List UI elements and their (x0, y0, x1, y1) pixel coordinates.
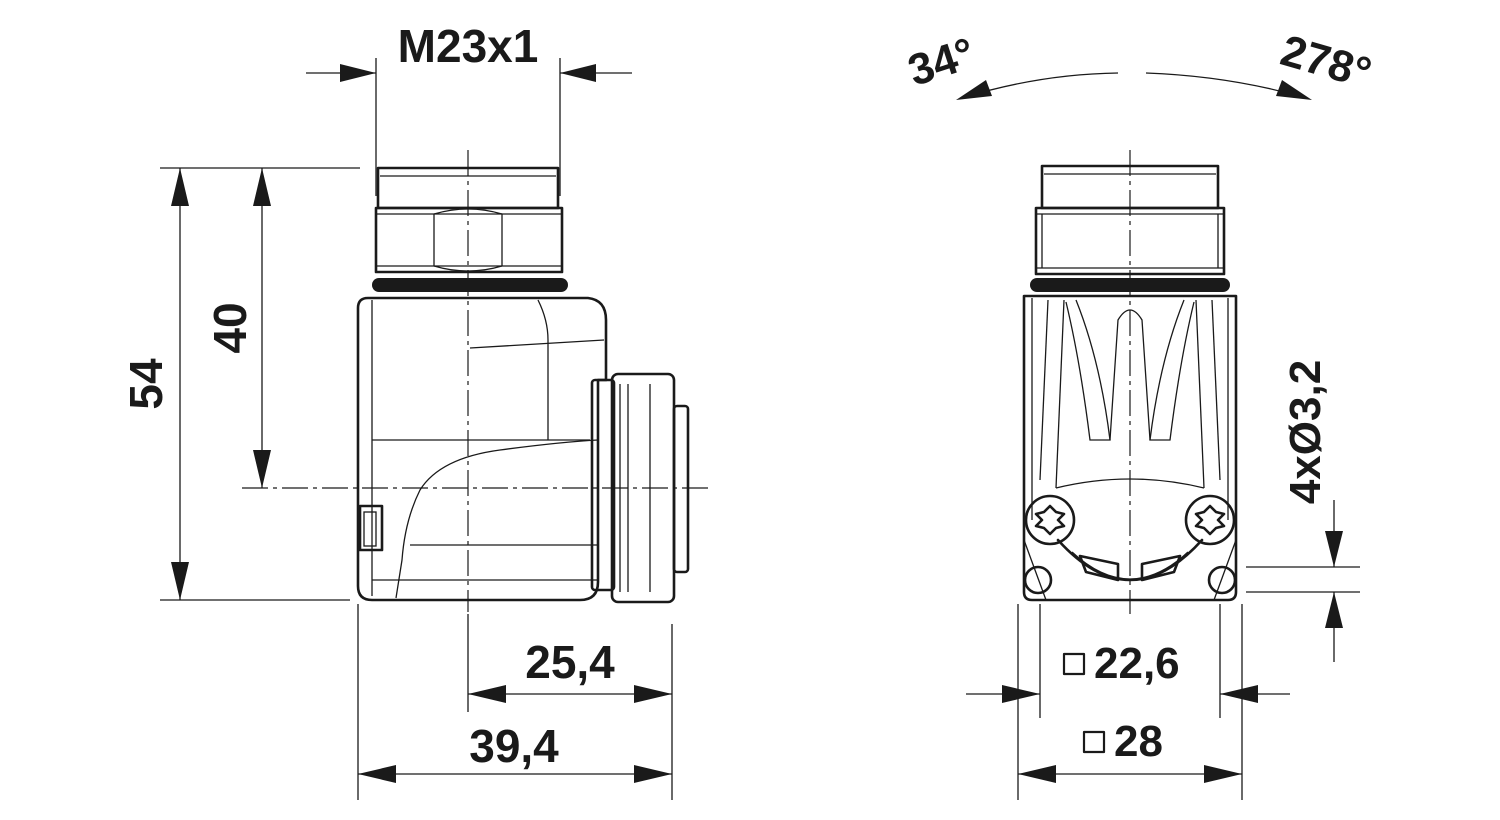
axis-height-label: 40 (204, 302, 256, 353)
torx-screw-icon (1024, 494, 1076, 546)
hole-spec-label: 4xØ3,2 (1281, 360, 1330, 504)
square-outer-label: 28 (1114, 717, 1163, 766)
side-view: M23x1 54 40 25,4 39,4 (120, 20, 712, 800)
side-view-extension-lines (160, 58, 673, 800)
total-height-label: 54 (120, 358, 172, 410)
square-symbol-icon (1082, 730, 1106, 754)
square-symbol-icon (1062, 652, 1086, 676)
torx-screw-icon (1184, 494, 1236, 546)
square-inner-label: 22,6 (1094, 639, 1180, 688)
side-view-centerlines (242, 150, 712, 612)
front-view-extension-lines (1017, 566, 1360, 800)
total-width-label: 39,4 (469, 720, 559, 772)
rotation-left-label: 34° (902, 29, 980, 96)
thread-size-label: M23x1 (398, 20, 539, 72)
front-view-dimension-labels: 34° 278° 4xØ3,2 22,6 28 (902, 26, 1376, 766)
side-view-dimension-lines (171, 64, 672, 783)
side-view-outline (356, 166, 690, 604)
side-view-dimension-labels: M23x1 54 40 25,4 39,4 (120, 20, 615, 772)
front-view-dimension-lines (956, 72, 1343, 783)
axis-offset-label: 25,4 (525, 636, 615, 688)
front-view: 34° 278° 4xØ3,2 22,6 28 (902, 26, 1376, 800)
